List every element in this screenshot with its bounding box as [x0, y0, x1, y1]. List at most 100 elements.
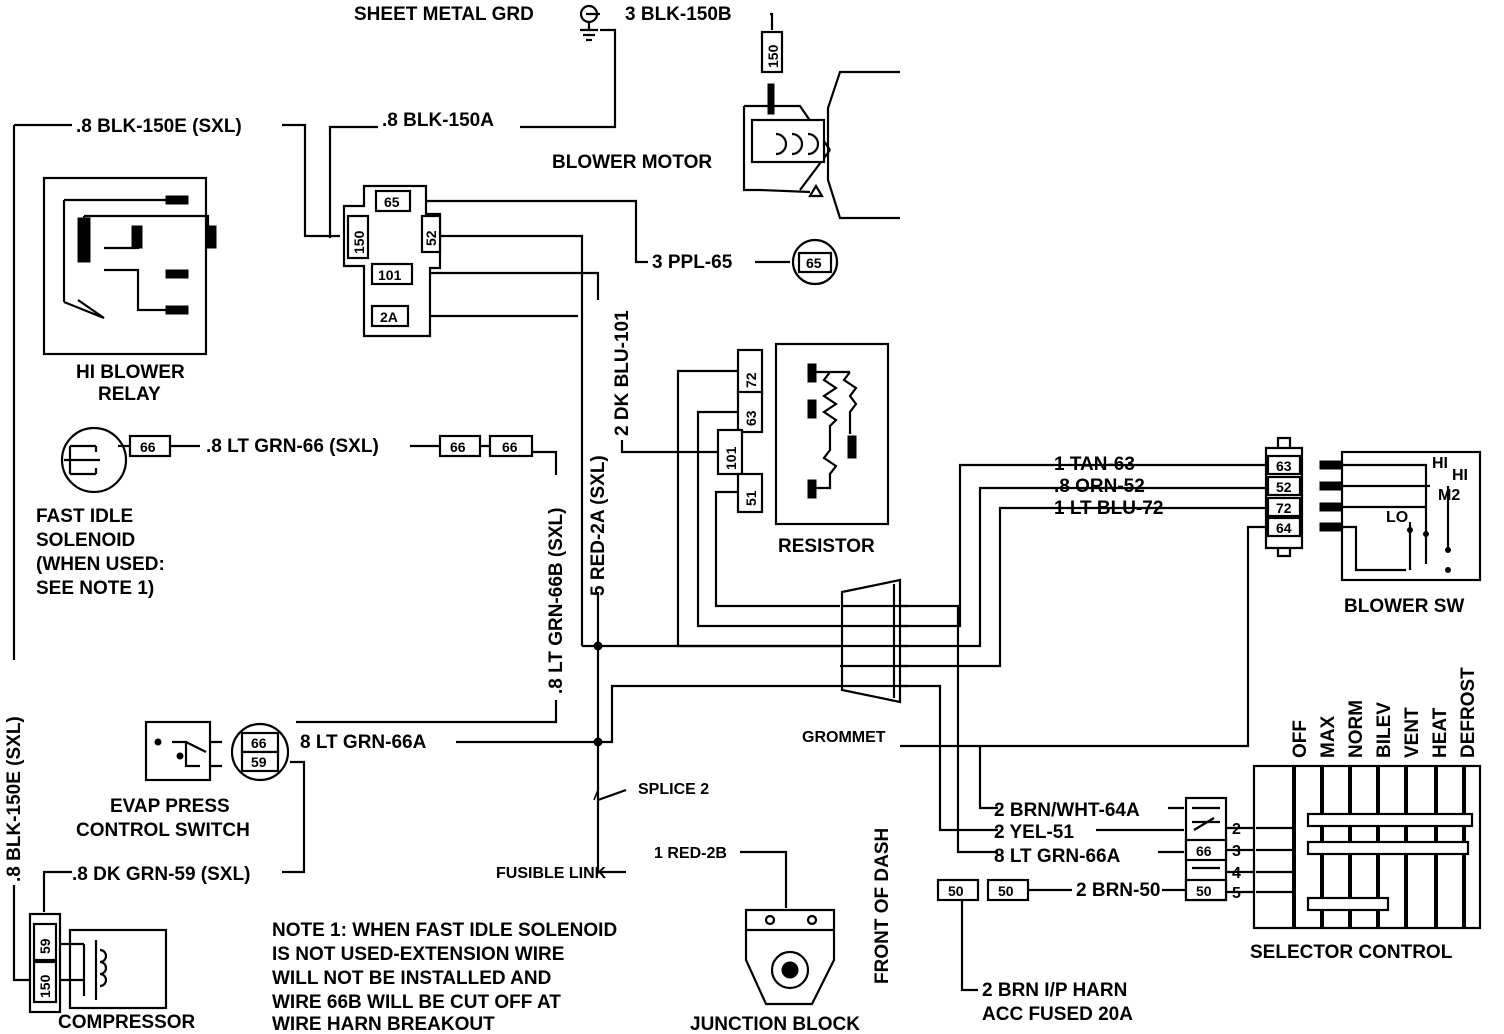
label-splice-2: SPLICE 2	[638, 781, 709, 798]
label-blk-150e-top: .8 BLK-150E (SXL)	[76, 116, 242, 137]
blower-switch: 1 TAN-63 .8 ORN-52 1 LT BLU-72 63 52 72 …	[1054, 436, 1482, 617]
svg-text:72: 72	[743, 372, 759, 388]
svg-text:65: 65	[806, 255, 822, 271]
label-compressor: COMPRESSOR	[58, 1012, 196, 1033]
label-blk-150a: .8 BLK-150A	[382, 110, 494, 131]
note-line-2: IS NOT USED-EXTENSION WIRE	[272, 944, 564, 965]
label-lt-grn-66a: 8 LT GRN-66A	[300, 732, 427, 753]
svg-text:51: 51	[743, 490, 759, 506]
pin-150-motor	[760, 30, 784, 74]
wires	[12, 12, 1268, 992]
wire-52	[420, 234, 584, 646]
label-fast-idle-4: SEE NOTE 1)	[36, 578, 154, 599]
label-hi-blower-relay-2: RELAY	[98, 384, 161, 405]
evap-press-switch: 66 59 8 LT GRN-66A EVAP PRESS CONTROL SW…	[76, 720, 427, 841]
svg-text:66: 66	[251, 735, 267, 751]
mode-heat: HEAT	[1430, 707, 1451, 758]
wire-dk-grn-59-comp	[42, 870, 72, 912]
svg-text:52: 52	[423, 230, 439, 246]
label-grommet: GROMMET	[802, 729, 886, 746]
svg-text:72: 72	[1276, 500, 1292, 516]
label-blower-sw: BLOWER SW	[1344, 596, 1464, 617]
label-sw-m2: M2	[1438, 487, 1460, 504]
label-lt-grn-66b: .8 LT GRN-66B (SXL)	[546, 508, 567, 695]
wire-blk-150b	[770, 12, 774, 30]
note-block: NOTE 1: WHEN FAST IDLE SOLENOID IS NOT U…	[272, 920, 617, 1034]
resistor: 72 63 101 51 RESISTOR	[716, 342, 890, 557]
label-orn-52: .8 ORN-52	[1054, 476, 1145, 497]
label-brn-ip-1: 2 BRN I/P HARN	[982, 980, 1127, 1001]
svg-text:63: 63	[1276, 458, 1292, 474]
label-sw-hi-a: HI	[1432, 455, 1448, 472]
wire-ppl-65	[410, 199, 790, 264]
note-line-1: NOTE 1: WHEN FAST IDLE SOLENOID	[272, 920, 617, 941]
wire-blk-150e-top	[282, 123, 340, 238]
svg-text:101: 101	[723, 446, 739, 470]
label-yel-51: 2 YEL-51	[994, 822, 1074, 843]
label-brn-ip-2: ACC FUSED 20A	[982, 1004, 1133, 1025]
note-line-3: WILL NOT BE INSTALLED AND	[272, 968, 551, 989]
blower-motor: 150 BLOWER MOTOR	[552, 30, 900, 220]
compressor: 59 150 COMPRESSOR	[28, 912, 196, 1033]
mode-vent: VENT	[1402, 707, 1423, 758]
label-resistor: RESISTOR	[778, 536, 875, 557]
svg-text:65: 65	[384, 194, 400, 210]
brn-50-connectors: 50 50 2 BRN-50 2 BRN I/P HARN ACC FUSED …	[936, 878, 1160, 1025]
wire-blk-150e-outer	[12, 123, 72, 982]
label-front-of-dash: FRONT OF DASH	[872, 828, 893, 984]
svg-text:150: 150	[765, 44, 781, 68]
svg-text:66: 66	[450, 439, 466, 455]
wire-lt-grn-66	[170, 444, 558, 475]
label-lt-grn-66a-2: 8 LT GRN-66A	[994, 846, 1121, 867]
svg-text:64: 64	[1276, 520, 1292, 536]
label-brn-50: 2 BRN-50	[1076, 880, 1160, 901]
wire-lt-blu-72	[840, 506, 1268, 668]
note-line-4: WIRE 66B WILL BE CUT OFF AT	[272, 992, 561, 1013]
label-junction-block: JUNCTION BLOCK	[690, 1014, 860, 1034]
mode-max: MAX	[1318, 715, 1339, 758]
svg-text:59: 59	[251, 754, 267, 770]
label-lt-grn-66: .8 LT GRN-66 (SXL)	[206, 436, 379, 457]
selector-control: OFF MAX NORM BILEV VENT HEAT DEFROST SEL…	[1250, 667, 1482, 963]
hi-blower-relay: HI BLOWER RELAY	[42, 176, 217, 405]
grommet: GROMMET	[802, 578, 908, 746]
label-red-2a: 5 RED-2A (SXL)	[588, 455, 609, 596]
mode-norm: NORM	[1346, 700, 1367, 758]
wire-res-51	[714, 490, 840, 608]
wire-brn-wht-64a	[900, 525, 1268, 810]
svg-text:150: 150	[37, 974, 53, 998]
label-blk-150e-side: .8 BLK-150E (SXL)	[4, 716, 25, 882]
wire-dk-grn-59	[282, 760, 306, 874]
label-fast-idle-3: (WHEN USED:	[36, 554, 165, 575]
label-ppl-65: 3 PPL-65	[652, 252, 733, 273]
label-selector-control: SELECTOR CONTROL	[1250, 942, 1453, 963]
label-brn-wht-64a: 2 BRN/WHT-64A	[994, 800, 1140, 821]
fast-idle-solenoid: 66 .8 LT GRN-66 (SXL) 66 66 FAST IDLE SO…	[36, 426, 534, 599]
selector-pin-2: 2	[1232, 821, 1241, 838]
wire-orn-52	[582, 486, 1268, 648]
svg-text:66: 66	[140, 439, 156, 455]
splice-2: SPLICE 2 FUSIBLE LINK 1 RED-2B	[496, 641, 727, 882]
wire-red-2a	[596, 592, 626, 874]
label-sheet-metal-grd: SHEET METAL GRD	[354, 4, 534, 25]
svg-text:52: 52	[1276, 479, 1292, 495]
mode-off: OFF	[1290, 720, 1311, 758]
wire-grn-66a	[456, 684, 998, 832]
svg-text:2A: 2A	[380, 309, 398, 325]
mode-defrost: DEFROST	[1458, 667, 1479, 758]
label-dk-grn-59: .8 DK GRN-59 (SXL)	[72, 864, 250, 885]
wire-blk-150a	[328, 28, 617, 238]
svg-text:150: 150	[351, 230, 367, 254]
selector-pin-3: 3	[1232, 843, 1241, 860]
svg-text:66: 66	[502, 439, 518, 455]
label-red-2b: 1 RED-2B	[654, 845, 727, 862]
wire-lt-grn-66b	[296, 700, 558, 724]
selector-pin-4: 4	[1232, 865, 1241, 882]
wire-grn-66a-2	[900, 604, 1184, 854]
wire-brn-ip	[960, 900, 978, 992]
svg-text:50: 50	[1196, 883, 1212, 899]
svg-text:101: 101	[378, 267, 402, 283]
mode-bilev: BILEV	[1374, 702, 1395, 758]
label-evap-2: CONTROL SWITCH	[76, 820, 250, 841]
label-blower-motor: BLOWER MOTOR	[552, 152, 712, 173]
